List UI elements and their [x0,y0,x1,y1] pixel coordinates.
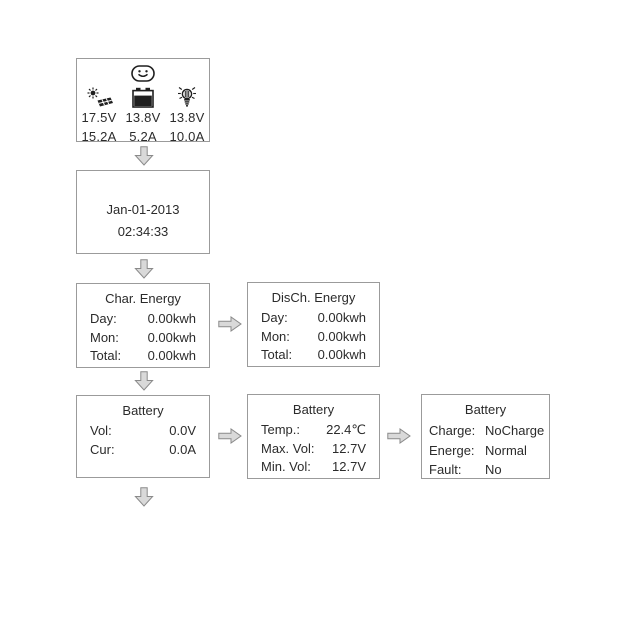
screen-charge-energy: Char. Energy Day: 0.00kwh Mon: 0.00kwh T… [76,283,210,368]
row-label: Fault: [429,462,462,477]
data-row: Mon: 0.00kwh [248,328,379,347]
row-value: 0.00kwh [147,329,196,345]
battery-icon [121,82,165,108]
screen-title: Battery [292,402,335,417]
data-row: Total: 0.00kwh [77,347,209,366]
row-label: Day: [261,310,288,325]
data-row: Energe: Normal [422,441,549,461]
data-row: Day: 0.00kwh [248,309,379,328]
row-label: Day: [90,311,117,326]
screen-title: DisCh. Energy [271,290,356,305]
arrow-right-icon [387,428,411,444]
row-value: NoCharge [485,423,545,438]
row-label: Max. Vol: [261,440,315,456]
row-label: Mon: [261,328,290,344]
row-value: 22.4℃ [326,422,366,437]
pv-voltage: 17.5V [81,110,117,125]
row-value: 12.7V [332,459,366,474]
screen-battery-temperature: Battery Temp.: 22.4℃ Max. Vol: 12.7V Min… [247,394,380,479]
row-label: Energe: [429,442,475,458]
row-value: 0.0V [169,423,196,438]
row-label: Cur: [90,441,115,457]
row-label: Total: [261,347,293,362]
row-value: 0.0A [169,441,196,457]
row-label: Min. Vol: [261,459,311,474]
row-label: Temp.: [261,422,301,437]
arrow-right-icon [218,428,242,444]
row-value: 0.00kwh [317,347,366,362]
data-row: Mon: 0.00kwh [77,329,209,348]
load-current: 10.0A [169,129,205,144]
arrow-right-icon [218,316,242,332]
arrow-down-icon [134,146,154,166]
data-row: Min. Vol: 12.7V [248,458,379,477]
time-text: 02:34:33 [117,224,169,239]
screen-title: Battery [122,403,164,418]
data-row: Total: 0.00kwh [248,346,379,365]
data-row: Cur: 0.0A [77,441,209,460]
row-value: No [485,462,502,477]
screen-title: Battery [464,402,507,417]
screen-clock: Jan-01-2013 02:34:33 [76,170,210,254]
pv-current: 15.2A [81,129,117,144]
screen-live-status: 17.5V 13.8V 13.8V 15.2A 5.2A 10.0A [76,58,210,144]
screen-title: Char. Energy [105,291,181,306]
smiley-face-icon [121,62,165,82]
data-row: Max. Vol: 12.7V [248,440,379,459]
row-value: 0.00kwh [317,310,366,325]
data-row: Vol: 0.0V [77,422,209,441]
battery-current: 5.2A [129,129,157,144]
data-row: Fault: No [422,460,549,480]
load-voltage: 13.8V [169,110,205,125]
arrow-down-icon [134,371,154,391]
screen-discharge-energy: DisCh. Energy Day: 0.00kwh Mon: 0.00kwh … [247,282,380,367]
row-label: Charge: [429,423,476,438]
row-label: Mon: [90,329,119,345]
battery-voltage: 13.8V [125,110,161,125]
row-label: Vol: [90,423,112,438]
arrow-down-icon [134,487,154,507]
row-label: Total: [90,348,122,363]
row-value: 0.00kwh [147,348,196,363]
screen-battery-state: Battery Charge: NoCharge Energe: Normal … [421,394,550,479]
date-text: Jan-01-2013 [106,202,180,217]
screen-battery-volt-current: Battery Vol: 0.0V Cur: 0.0A [76,395,210,478]
solar-panel-icon [77,82,121,108]
data-row: Temp.: 22.4℃ [248,421,379,440]
arrow-down-icon [134,259,154,279]
row-value: 0.00kwh [147,311,196,326]
row-value: 0.00kwh [317,328,366,344]
data-row: Charge: NoCharge [422,421,549,441]
lamp-icon [165,82,209,108]
row-value: 12.7V [332,440,366,456]
row-value: Normal [485,442,527,458]
data-row: Day: 0.00kwh [77,310,209,329]
